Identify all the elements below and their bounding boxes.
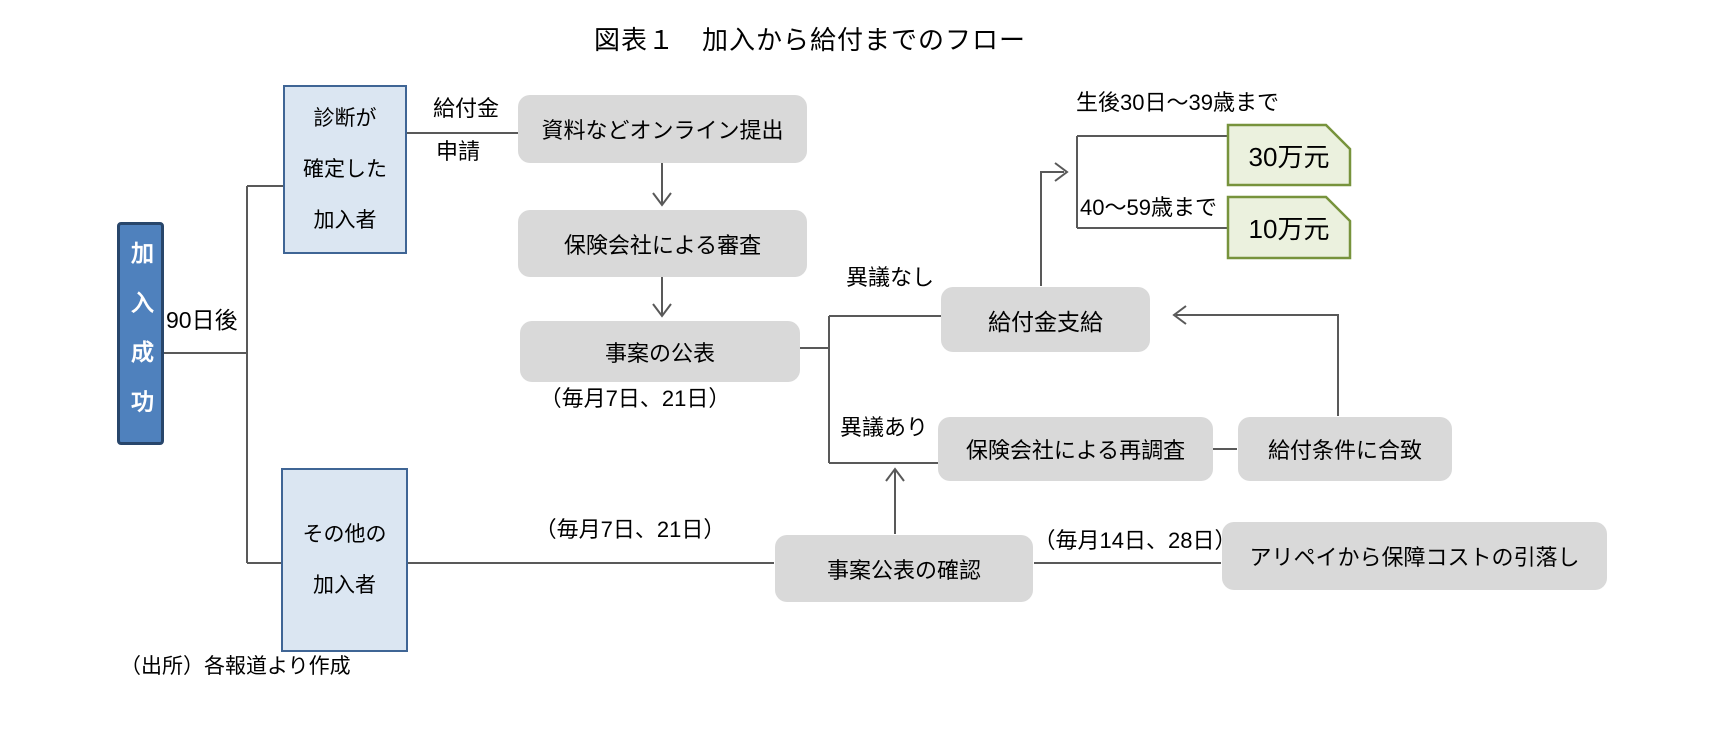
label-age-band-bottom: 40～59歳まで — [1080, 195, 1217, 220]
age-bracket-connector — [1076, 135, 1227, 229]
label-deduction-schedule: （毎月14日、28日） — [1033, 528, 1237, 553]
diagram-title: 図表１ 加入から給付までのフロー — [593, 25, 1026, 55]
label-check-schedule: （毎月7日、21日） — [534, 517, 726, 542]
trunk-connector — [164, 185, 284, 564]
diagnosed-member-line3: 加入者 — [313, 209, 377, 232]
node-insurer-reinvestigation: 保険会社による再調査 — [938, 417, 1213, 481]
label-benefit-claim-line2: 申請 — [435, 139, 480, 164]
node-insurer-review: 保険会社による審査 — [518, 210, 807, 277]
label-age-band-top: 生後30日～39歳まで — [1076, 90, 1279, 115]
other-members-line2: 加入者 — [313, 574, 376, 597]
node-alipay-deduction: アリペイから保障コストの引落し — [1222, 522, 1607, 590]
other-members-line1: その他の — [302, 523, 387, 546]
label-publication-schedule: （毎月7日、21日） — [539, 386, 731, 411]
enrollment-success-label: 加入成功 — [127, 241, 154, 439]
node-case-publication: 事案の公表 — [520, 321, 800, 382]
node-publication-check: 事案公表の確認 — [775, 535, 1033, 602]
node-online-submission: 資料などオンライン提出 — [518, 95, 807, 163]
source-note: （出所）各報道より作成 — [120, 655, 351, 678]
arrow-review-to-publication — [652, 277, 672, 318]
node-other-members: その他の 加入者 — [281, 468, 408, 652]
diagnosed-member-line1: 診断が — [313, 107, 377, 130]
diagnosed-member-line2: 確定した — [303, 158, 387, 181]
node-payout-10: 10万元 — [1248, 214, 1330, 244]
node-benefit-conditions-met: 給付条件に合致 — [1238, 417, 1452, 481]
payout-10-shape — [1226, 195, 1352, 260]
label-after-90-days: 90日後 — [166, 307, 238, 333]
arrow-conditions-to-payment — [1172, 305, 1339, 416]
label-objection: 異議あり — [840, 415, 929, 440]
node-benefit-payment: 給付金支給 — [941, 287, 1150, 352]
arrow-submission-to-review — [652, 163, 672, 207]
payout-30-shape — [1226, 123, 1352, 187]
arrow-check-to-objection-line — [885, 467, 905, 534]
node-enrollment-success: 加入成功 — [117, 222, 164, 445]
node-payout-30: 30万元 — [1248, 141, 1330, 172]
label-no-objection: 異議なし — [846, 265, 935, 290]
node-diagnosed-member: 診断が 確定した 加入者 — [283, 85, 407, 254]
publication-branch-connector — [800, 315, 941, 464]
arrow-payment-to-age-bracket — [1040, 162, 1069, 286]
label-benefit-claim-line1: 給付金 — [432, 96, 499, 121]
